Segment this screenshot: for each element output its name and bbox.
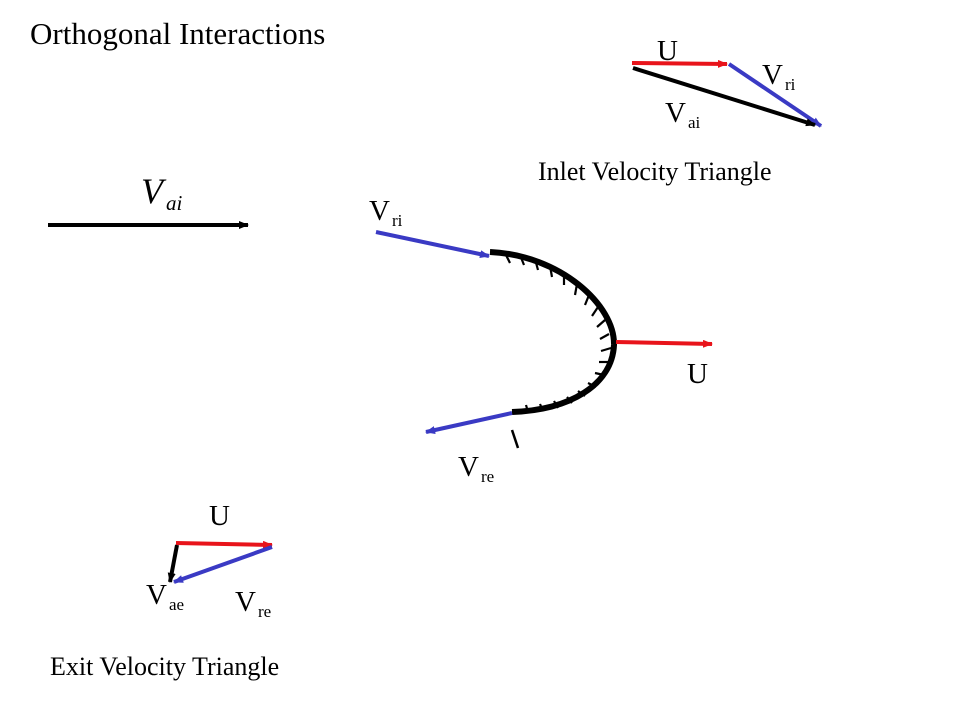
blade-u-arrow	[615, 339, 713, 348]
blade-vre-main: V	[458, 451, 479, 483]
inlet-vri-arrow	[727, 62, 823, 128]
blade-profile	[489, 249, 618, 415]
exit-velocity-triangle	[167, 540, 273, 584]
exit-u-label: U	[209, 500, 230, 532]
inlet-vai-main: V	[665, 97, 686, 129]
page-title: Orthogonal Interactions	[30, 16, 326, 51]
blade-vre-sub: re	[480, 467, 495, 486]
exit-vre-arrow	[173, 545, 273, 584]
inlet-vri-main: V	[762, 59, 783, 91]
blade-vre-arrow	[425, 411, 513, 434]
blade-u-label: U	[687, 358, 708, 390]
exit-vae-arrow	[167, 544, 179, 583]
inlet-u-label: U	[657, 35, 678, 67]
inlet-velocity-triangle	[631, 59, 823, 128]
exit-u-arrow	[175, 540, 273, 549]
blade-tail-mark	[510, 429, 520, 449]
inlet-u-arrow	[631, 59, 728, 68]
blade-vri-main: V	[369, 195, 390, 227]
exit-vre-sub: re	[257, 602, 272, 621]
blade-vri-sub: ri	[391, 211, 403, 230]
inlet-vai-sub: ai	[687, 113, 701, 132]
blade-hatching	[504, 252, 612, 413]
exit-vae-main: V	[146, 579, 167, 611]
upstream-vai-main: V	[141, 171, 163, 211]
inlet-vri-sub: ri	[784, 75, 796, 94]
upstream-vai-sub: ai	[166, 191, 183, 215]
exit-triangle-caption: Exit Velocity Triangle	[50, 652, 280, 681]
blade	[489, 249, 618, 449]
inlet-triangle-caption: Inlet Velocity Triangle	[538, 157, 772, 186]
exit-vre-main: V	[235, 586, 256, 618]
exit-vae-sub: ae	[168, 595, 185, 614]
blade-vri-arrow	[375, 230, 490, 259]
inlet-vai-arrow	[632, 66, 816, 127]
